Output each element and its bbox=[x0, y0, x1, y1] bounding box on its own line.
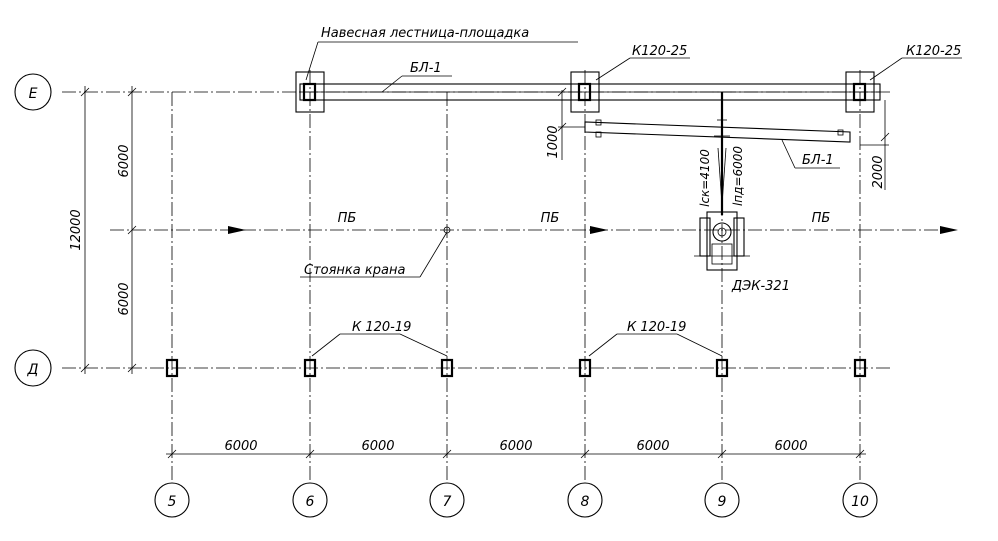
svg-text:1000: 1000 bbox=[546, 125, 561, 158]
top-right-column-leader bbox=[869, 57, 962, 81]
top-column-8 bbox=[570, 71, 600, 113]
top-column-6 bbox=[295, 71, 325, 113]
crane-parking-label: Стоянка крана bbox=[304, 263, 405, 278]
dim-bottom-chain bbox=[166, 449, 866, 459]
ladder-leader bbox=[305, 41, 578, 81]
dim-offset-2000: 2000 bbox=[860, 100, 890, 190]
dim-offset-1000: 1000 bbox=[546, 87, 585, 160]
bottom-left-column-label: К 120-19 bbox=[352, 320, 411, 335]
crane-label: ДЭК-321 bbox=[731, 279, 790, 294]
svg-text:Д: Д bbox=[27, 362, 39, 378]
dim-total-vertical: 12000 bbox=[69, 86, 90, 374]
diag-beam-leader bbox=[781, 139, 840, 169]
lck-label: lcк=4100 bbox=[698, 149, 712, 207]
lpd-label: lпд=6000 bbox=[731, 146, 745, 206]
bottom-left-leader bbox=[311, 333, 448, 357]
col-bubble-7: 7 bbox=[429, 482, 465, 518]
col-bubble-8: 8 bbox=[567, 482, 603, 518]
svg-text:2000: 2000 bbox=[871, 155, 886, 188]
svg-text:7: 7 bbox=[443, 494, 452, 510]
col-bubble-6: 6 bbox=[292, 482, 328, 518]
top-beam-leader bbox=[381, 75, 452, 93]
dim-lower-span: 6000 bbox=[117, 282, 132, 315]
crane-body bbox=[694, 211, 750, 271]
svg-text:8: 8 bbox=[581, 494, 590, 510]
diagonal-beam bbox=[584, 119, 851, 143]
col-bubble-10: 10 bbox=[842, 482, 878, 518]
dim-span-9-10: 6000 bbox=[774, 439, 807, 454]
crane-boom bbox=[712, 91, 732, 215]
bottom-column-5 bbox=[165, 358, 179, 378]
top-right-column-label: К120-25 bbox=[906, 44, 961, 59]
bottom-right-leader bbox=[588, 333, 723, 357]
path-label-2: ПБ bbox=[541, 211, 560, 226]
dim-span-5-6: 6000 bbox=[224, 439, 257, 454]
svg-text:5: 5 bbox=[168, 494, 177, 510]
svg-text:9: 9 bbox=[718, 494, 727, 510]
svg-text:6: 6 bbox=[306, 494, 315, 510]
svg-text:10: 10 bbox=[851, 494, 869, 510]
top-mid-column-leader bbox=[595, 57, 690, 81]
top-column-10 bbox=[845, 71, 875, 113]
path-label-3: ПБ bbox=[812, 211, 831, 226]
bottom-column-10 bbox=[853, 358, 867, 378]
bottom-column-9 bbox=[715, 358, 729, 378]
bottom-column-8 bbox=[578, 358, 592, 378]
crane-path bbox=[110, 226, 958, 234]
row-bubble-e: Е bbox=[14, 73, 52, 111]
svg-text:6000: 6000 bbox=[117, 144, 132, 177]
bottom-column-6 bbox=[303, 358, 317, 378]
top-mid-column-label: К120-25 bbox=[632, 44, 687, 59]
top-beam-label: БЛ-1 bbox=[410, 61, 442, 76]
path-label-1: ПБ bbox=[338, 211, 357, 226]
ladder-label: Навесная лестница-площадка bbox=[321, 26, 529, 41]
dim-span-7-8: 6000 bbox=[499, 439, 532, 454]
crane-parking-point bbox=[300, 226, 451, 278]
dim-span-6-7: 6000 bbox=[361, 439, 394, 454]
svg-text:12000: 12000 bbox=[69, 209, 84, 250]
row-bubble-d: Д bbox=[14, 349, 52, 387]
bottom-column-7 bbox=[440, 358, 454, 378]
diag-beam-label: БЛ-1 bbox=[802, 153, 834, 168]
dim-span-8-9: 6000 bbox=[636, 439, 669, 454]
col-bubble-9: 9 bbox=[704, 482, 740, 518]
svg-text:Е: Е bbox=[29, 86, 38, 102]
bottom-right-column-label: К 120-19 bbox=[627, 320, 686, 335]
col-bubble-5: 5 bbox=[154, 482, 190, 518]
